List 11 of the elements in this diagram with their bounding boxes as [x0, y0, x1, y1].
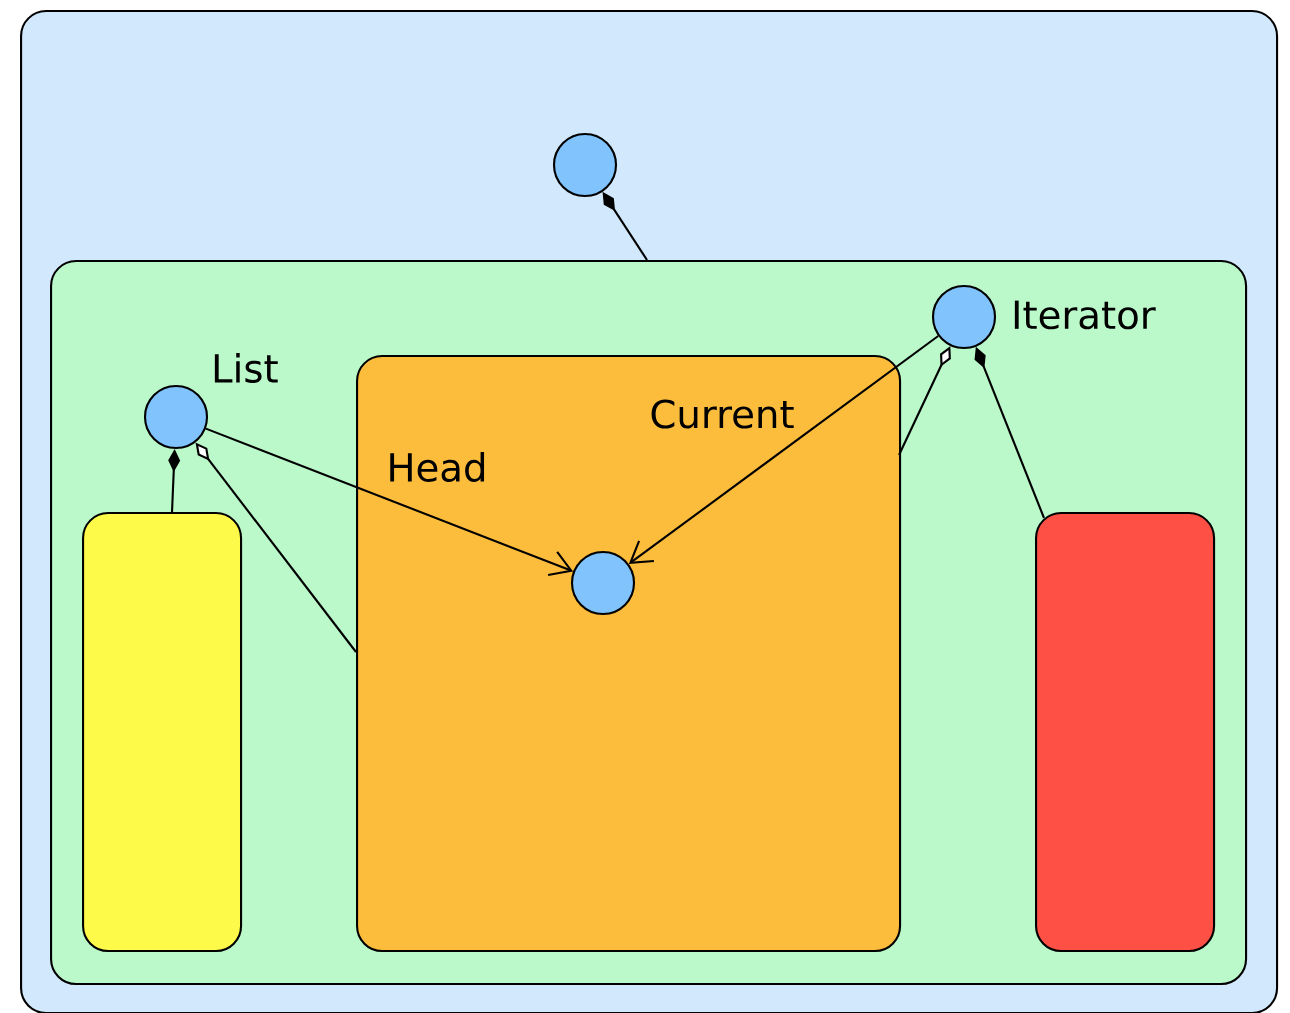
circle [552, 132, 618, 198]
edge-label: Current [651, 399, 794, 429]
rounded-box [82, 512, 243, 953]
rounded-box [1035, 512, 1216, 953]
node-label: Iterator [1014, 300, 1156, 330]
rounded-box [356, 355, 902, 953]
arrow [628, 335, 939, 564]
circle [570, 550, 636, 616]
edge-label: Head [390, 452, 485, 482]
arrow [205, 427, 574, 577]
node-label: List [214, 353, 278, 383]
